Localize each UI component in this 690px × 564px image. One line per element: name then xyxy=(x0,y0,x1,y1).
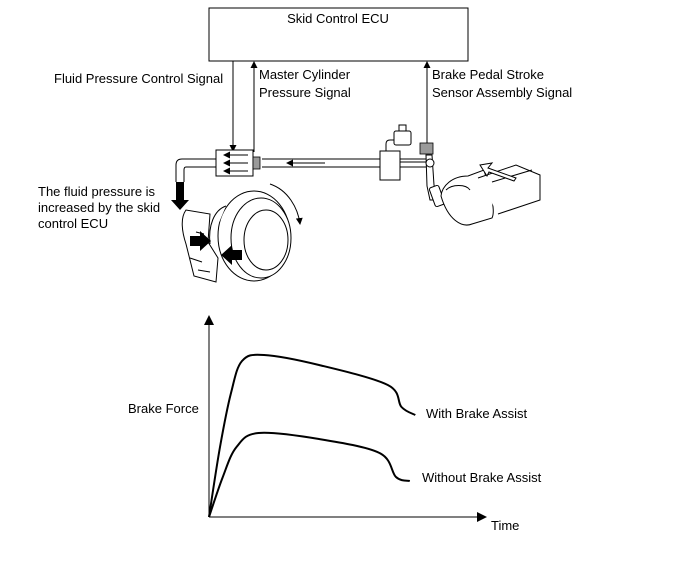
x-axis-label: Time xyxy=(491,518,519,533)
y-axis-label: Brake Force xyxy=(128,401,199,416)
brake-pedal xyxy=(425,154,446,208)
legend-without-brake-assist: Without Brake Assist xyxy=(422,470,542,485)
hydraulic-line xyxy=(175,158,428,182)
brake-disc xyxy=(209,183,303,282)
driver-foot xyxy=(440,164,541,226)
master-cylinder xyxy=(379,124,428,181)
brake-force-graph: Brake Force Time With Brake Assist Witho… xyxy=(128,315,542,533)
pedal-push-arrow xyxy=(479,162,517,182)
fluid-note-line-1: The fluid pressure is xyxy=(38,184,156,199)
fluid-pressure-signal-label: Fluid Pressure Control Signal xyxy=(54,71,223,86)
legend-with-brake-assist: With Brake Assist xyxy=(426,406,528,421)
master-cylinder-signal-label-1: Master Cylinder xyxy=(259,67,351,82)
fluid-arrows xyxy=(171,182,242,265)
pedal-stroke-sensor xyxy=(419,142,434,155)
ecu-box: Skid Control ECU xyxy=(208,7,469,62)
master-cylinder-signal-label-2: Pressure Signal xyxy=(259,85,351,100)
ecu-label: Skid Control ECU xyxy=(287,11,389,26)
series-without-brake-assist xyxy=(208,431,411,518)
brake-actuator xyxy=(215,149,261,177)
pedal-stroke-signal-label-2: Sensor Assembly Signal xyxy=(432,85,572,100)
pedal-stroke-signal-label-1: Brake Pedal Stroke xyxy=(432,67,544,82)
fluid-note-line-3: control ECU xyxy=(38,216,108,231)
fluid-note-line-2: increased by the skid xyxy=(38,200,160,215)
series-with-brake-assist xyxy=(208,353,416,518)
